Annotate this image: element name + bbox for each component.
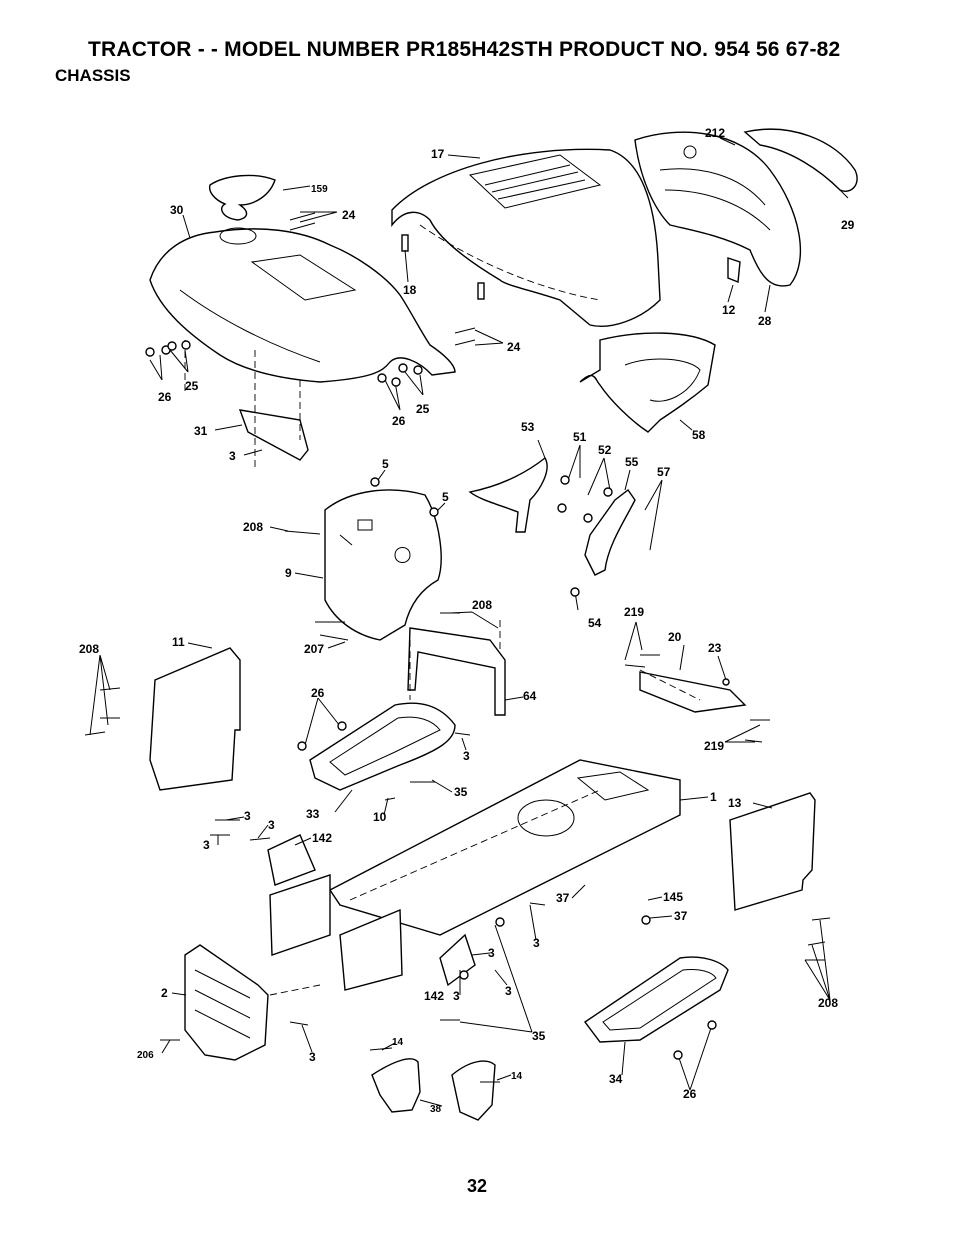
rear-plate-part — [269, 874, 331, 956]
plate-part — [639, 671, 747, 713]
callout-label: 159 — [311, 184, 328, 195]
callout-label: 29 — [841, 218, 855, 232]
callout-label: 31 — [194, 424, 208, 438]
callout-label: 37 — [674, 909, 688, 923]
callout-label: 3 — [453, 989, 460, 1003]
callout-label: 26 — [158, 390, 172, 404]
callout-label: 53 — [521, 420, 535, 434]
bracket-part-38a — [371, 1058, 421, 1113]
callout-label: 35 — [454, 785, 468, 799]
callout-label: 33 — [306, 807, 320, 821]
footrest-part — [309, 702, 456, 791]
page-title: TRACTOR - - MODEL NUMBER PR185H42STH PRO… — [88, 38, 841, 61]
callout-label: 17 — [431, 147, 445, 161]
callout-label: 24 — [507, 340, 521, 354]
fender-part — [149, 227, 456, 383]
callout-label: 3 — [203, 838, 210, 852]
callout-label: 51 — [573, 430, 587, 444]
bracket-part — [238, 409, 309, 461]
callout-label: 34 — [609, 1072, 623, 1086]
fasteners — [84, 212, 831, 1083]
callout-label: 3 — [309, 1050, 316, 1064]
callout-label: 212 — [705, 126, 725, 140]
side-panel-part-right — [729, 792, 816, 911]
callout-label: 64 — [523, 689, 537, 703]
pedal-bracket-part — [584, 488, 636, 576]
dash-panel-part — [324, 489, 442, 641]
callout-label: 208 — [818, 996, 838, 1010]
callout-label: 12 — [722, 303, 736, 317]
front-bracket-part — [184, 944, 269, 1061]
callout-label: 26 — [392, 414, 406, 428]
callout-label: 35 — [532, 1029, 546, 1043]
callout-label: 18 — [403, 283, 417, 297]
section-heading: CHASSIS — [55, 66, 131, 85]
callout-label: 58 — [692, 428, 706, 442]
leader-lines — [89, 137, 849, 1107]
callout-label: 3 — [488, 946, 495, 960]
callout-label: 20 — [668, 630, 682, 644]
callout-label: 142 — [312, 831, 332, 845]
callout-label: 145 — [663, 890, 683, 904]
callout-label: 24 — [342, 208, 356, 222]
hood-part — [391, 148, 661, 327]
callout-label: 3 — [533, 936, 540, 950]
brake-bracket-part — [468, 456, 548, 533]
callout-label: 11 — [172, 635, 185, 649]
main-frame-part — [328, 759, 681, 936]
callout-label: 57 — [657, 465, 671, 479]
callout-label: 2 — [161, 986, 168, 1000]
heat-shield-part — [579, 332, 716, 433]
bracket-part-38b — [451, 1060, 496, 1121]
callout-label: 219 — [704, 739, 724, 753]
grille-part — [634, 128, 858, 287]
callout-label: 26 — [683, 1087, 697, 1101]
callout-label: 3 — [505, 984, 512, 998]
callout-label: 37 — [556, 891, 570, 905]
page-number: 32 — [466, 1176, 488, 1196]
callout-label: 208 — [79, 642, 99, 656]
callout-label: 14 — [392, 1037, 404, 1048]
callout-label: 28 — [758, 314, 772, 328]
callout-label: 10 — [373, 810, 387, 824]
footrest-part-b — [583, 956, 729, 1043]
callout-label: 38 — [430, 1104, 442, 1115]
callout-label: 208 — [472, 598, 492, 612]
callout-label: 23 — [708, 641, 722, 655]
callout-label: 219 — [624, 605, 644, 619]
callout-label: 1 — [710, 790, 717, 804]
callout-label: 25 — [185, 379, 199, 393]
callout-label: 3 — [268, 818, 275, 832]
callout-label: 207 — [304, 642, 324, 656]
callout-label: 3 — [463, 749, 470, 763]
callout-label: 25 — [416, 402, 430, 416]
callout-label: 13 — [728, 796, 742, 810]
callout-label: 5 — [382, 457, 389, 471]
callout-label: 52 — [598, 443, 612, 457]
side-panel-part — [149, 647, 241, 791]
callout-label: 206 — [137, 1050, 154, 1061]
callout-label: 208 — [243, 520, 263, 534]
callout-label: 55 — [625, 455, 639, 469]
callout-label: 3 — [244, 809, 251, 823]
steering-support-part — [407, 627, 506, 716]
callout-label: 14 — [511, 1071, 523, 1082]
pod-part — [208, 174, 276, 221]
mount-bracket-part-b — [439, 933, 476, 987]
callout-label: 54 — [588, 616, 602, 630]
callout-label: 9 — [285, 566, 292, 580]
callout-label: 30 — [170, 203, 184, 217]
callout-label: 3 — [229, 449, 236, 463]
rear-plate-part-b — [339, 908, 403, 991]
callout-label: 26 — [311, 686, 325, 700]
callout-label: 142 — [424, 989, 444, 1003]
mount-bracket-part — [267, 834, 316, 886]
callout-label: 5 — [442, 490, 449, 504]
